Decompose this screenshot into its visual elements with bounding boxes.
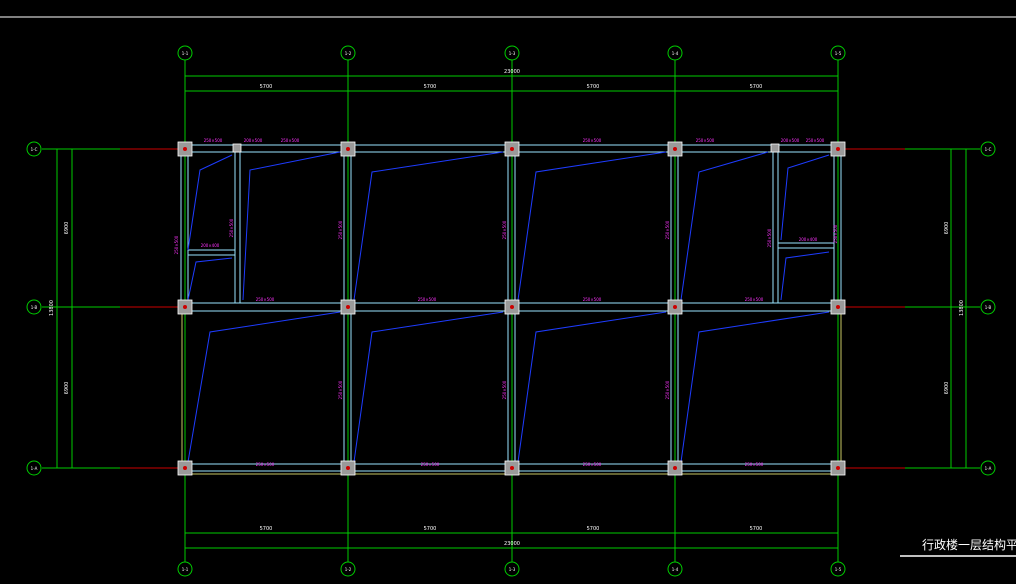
beam-label: 250×500 — [256, 462, 275, 467]
dim-left-span: 6900 — [64, 222, 70, 235]
drawing-title-block: 行政楼一层结构平面布置 — [900, 537, 1016, 557]
beam-label: 200×500 — [781, 138, 800, 143]
beam-label: 250×500 — [502, 380, 507, 399]
dim-top-span: 5700 — [424, 84, 437, 90]
drawing-title: 行政楼一层结构平面布置 — [922, 537, 1016, 552]
axis-label: 1-3 — [509, 51, 516, 56]
axis-label: 1-A — [31, 466, 38, 471]
beam-label: 250×500 — [338, 380, 343, 399]
dim-left-span: 6900 — [64, 382, 70, 395]
beam-label: 250×500 — [204, 138, 223, 143]
axis-label: 1-5 — [835, 567, 842, 572]
beam-label: 250×500 — [174, 235, 179, 254]
beam-label: 250×500 — [583, 297, 602, 302]
beam-label: 250×500 — [696, 138, 715, 143]
beam-label: 250×500 — [806, 138, 825, 143]
beam-label: 250×500 — [745, 462, 764, 467]
beam-label: 250×500 — [767, 228, 772, 247]
dim-top-span: 5700 — [587, 84, 600, 90]
axis-label: 1-A — [985, 466, 992, 471]
dimension-texts: 23000 5700 5700 5700 5700 5700 5700 5700… — [49, 69, 965, 547]
axis-bubbles-side: 1-C 1-B 1-A 1-C 1-B 1-A — [26, 141, 996, 476]
dim-bottom-span: 5700 — [260, 526, 273, 532]
dim-bottom-span: 5700 — [424, 526, 437, 532]
axis-label: 1-B — [31, 305, 38, 310]
dim-top-span: 5700 — [260, 84, 273, 90]
beam-label: 250×500 — [665, 220, 670, 239]
axis-label: 1-B — [985, 305, 992, 310]
beam-label: 250×500 — [833, 224, 838, 243]
axis-label: 1-1 — [182, 567, 189, 572]
axis-bubbles-bottom: 1-1 1-2 1-3 1-4 1-5 — [177, 561, 846, 577]
slab-diagonals — [187, 151, 830, 463]
beam-label: 250×500 — [256, 297, 275, 302]
beam-label: 250×500 — [583, 138, 602, 143]
dim-right-span: 6900 — [944, 382, 950, 395]
column-small — [770, 143, 780, 153]
beam-label: 200×400 — [799, 237, 818, 242]
dim-bottom-total: 23000 — [504, 541, 520, 547]
dim-bottom-span: 5700 — [587, 526, 600, 532]
axis-label: 1-2 — [345, 51, 352, 56]
axis-label: 1-1 — [182, 51, 189, 56]
axis-label: 1-5 — [835, 51, 842, 56]
axis-label: 1-C — [985, 147, 992, 152]
column-centers — [183, 147, 840, 470]
beam-label: 250×500 — [502, 220, 507, 239]
axis-label: 1-2 — [345, 567, 352, 572]
column-small — [232, 143, 242, 153]
beam-label: 250×500 — [281, 138, 300, 143]
axis-label: 1-C — [31, 147, 38, 152]
dim-right-span: 6900 — [944, 222, 950, 235]
axis-label: 1-4 — [672, 567, 679, 572]
beam-label: 250×500 — [583, 462, 602, 467]
beam-label: 250×500 — [338, 220, 343, 239]
beam-label: 250×500 — [745, 297, 764, 302]
beam-label: 200×400 — [201, 243, 220, 248]
beam-label: 250×500 — [418, 297, 437, 302]
beam-label: 250×500 — [229, 218, 234, 237]
axis-label: 1-3 — [509, 567, 516, 572]
dim-top-total: 23000 — [504, 69, 520, 75]
dim-top-span: 5700 — [750, 84, 763, 90]
dim-left-total: 13800 — [49, 300, 55, 316]
axis-label: 1-4 — [672, 51, 679, 56]
dim-bottom-span: 5700 — [750, 526, 763, 532]
axis-bubbles-top: 1-1 1-2 1-3 1-4 1-5 — [177, 45, 846, 61]
dim-right-total: 13800 — [959, 300, 965, 316]
beam-label: 250×500 — [421, 462, 440, 467]
beam-labels: 250×500 200×500 250×500 250×500 250×500 … — [174, 138, 838, 467]
red-axis-lines — [120, 148, 905, 469]
beam-label: 250×500 — [665, 380, 670, 399]
beam-label: 200×500 — [244, 138, 263, 143]
